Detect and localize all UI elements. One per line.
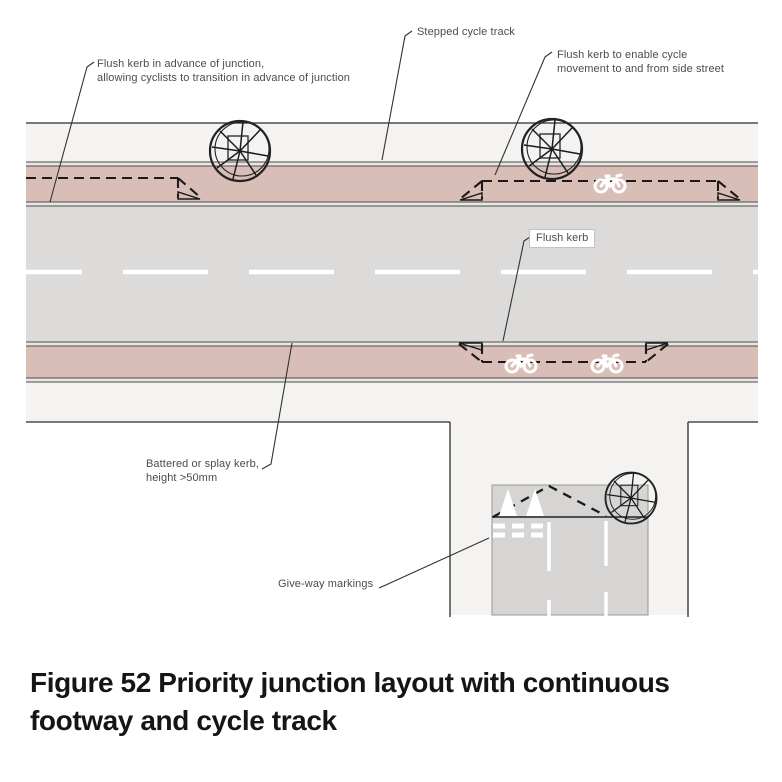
footway-top [26, 123, 758, 162]
cycle-track-bottom [26, 346, 758, 378]
leader-lines [49, 30, 553, 589]
kerb-lines [26, 122, 758, 383]
label-flush-kerb: Flush kerb [529, 229, 596, 248]
ramp-triangles-bottom [458, 342, 669, 351]
label-flush-kerb-side-street: Flush kerb to enable cycle movement to a… [557, 49, 725, 75]
continuous-footway-area [450, 422, 688, 485]
label-battered-kerb: Battered or splay kerb, height >50mm [146, 458, 259, 484]
label-give-way-markings: Give-way markings [278, 578, 374, 590]
give-way-triangle-icon [526, 489, 544, 516]
side-street-carriageway [491, 484, 649, 616]
label-flush-kerb-advance: Flush kerb in advance of junction, allow… [97, 58, 351, 84]
junction-plan-drawing [26, 30, 758, 617]
cycle-track-top [26, 166, 758, 202]
label-stepped-cycle-track: Stepped cycle track [417, 26, 515, 38]
side-street-lane-lines [547, 521, 608, 616]
side-street [26, 421, 758, 617]
figure-caption: Figure 52 Priority junction layout with … [30, 667, 670, 736]
plot-boundaries [26, 421, 758, 617]
ramp-triangles-top [177, 191, 741, 201]
footway-bottom [26, 382, 758, 422]
give-way-markings [492, 484, 648, 616]
side-street-footway-left [450, 485, 492, 615]
give-way-triangle-icon [499, 489, 517, 516]
junction-diagram: Stepped cycle track Flush kerb in advanc… [26, 26, 758, 617]
